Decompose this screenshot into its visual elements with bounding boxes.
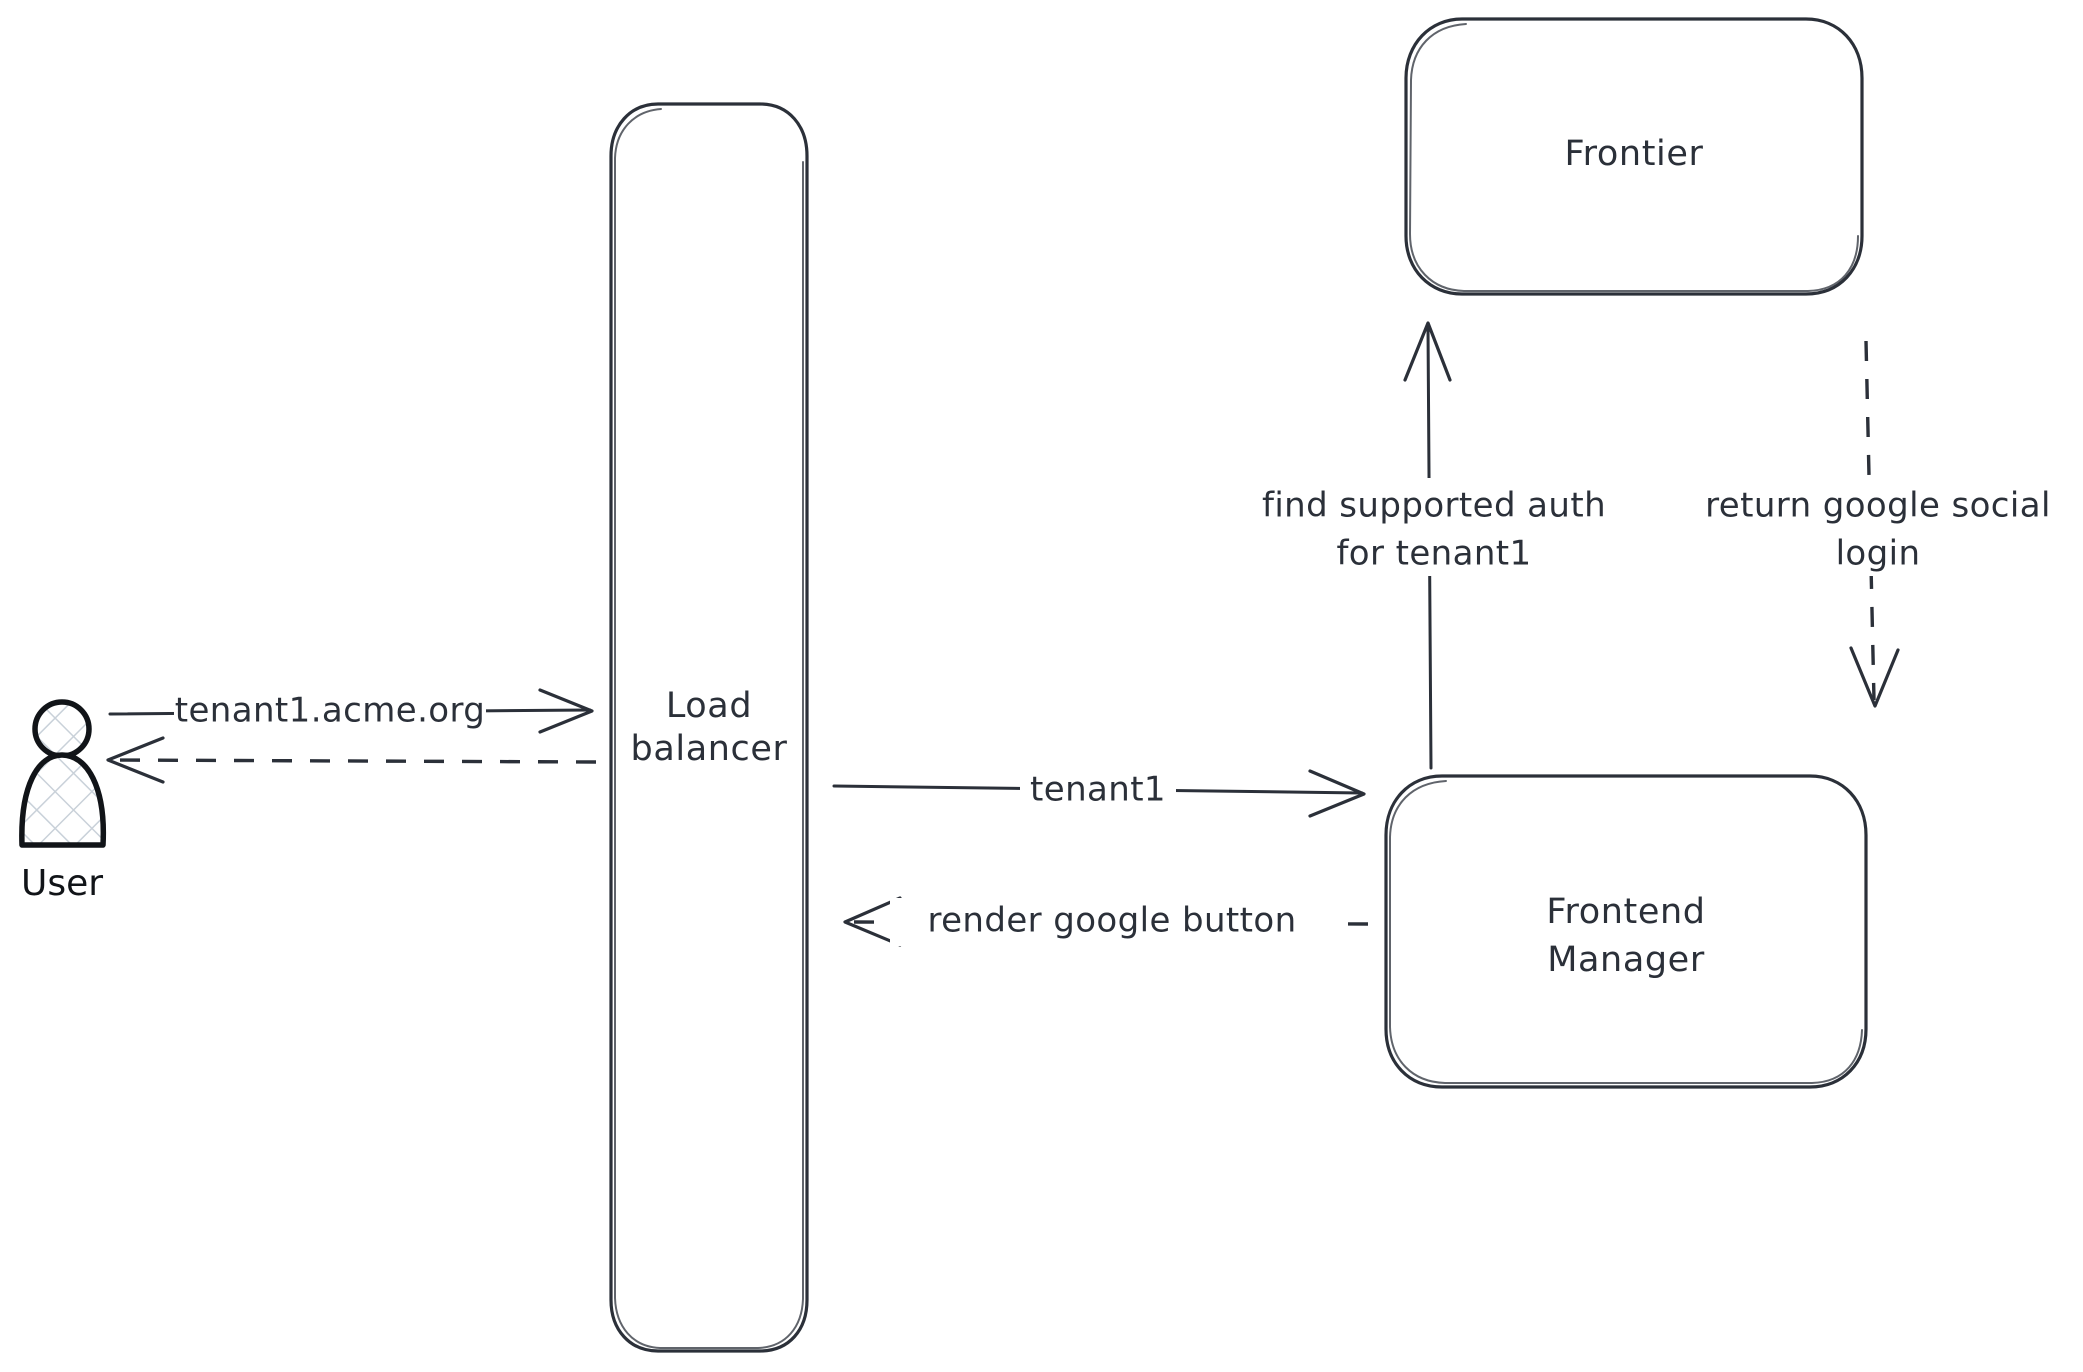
node-load-balancer-label-line1: Load xyxy=(666,686,752,726)
edge-frontend-manager-to-load-balancer-label: render google button xyxy=(927,901,1296,941)
edge-label-backdrop xyxy=(1020,768,1176,814)
edge-frontend-manager-to-frontier[interactable]: find supported auth for tenant1 xyxy=(1228,321,1648,770)
edge-load-balancer-to-frontend-manager-label: tenant1 xyxy=(1030,770,1166,810)
edge-load-balancer-to-frontend-manager[interactable]: tenant1 xyxy=(832,768,1366,818)
edge-label-backdrop xyxy=(1672,478,2078,576)
node-frontend-manager-label-line1: Frontend xyxy=(1546,892,1705,932)
node-frontier[interactable]: Frontier xyxy=(1404,17,1864,296)
node-frontend-manager-label-line2: Manager xyxy=(1547,940,1705,980)
edge-frontier-to-frontend-manager-label-line1: return google social xyxy=(1705,486,2051,526)
edge-load-balancer-to-user[interactable] xyxy=(106,736,597,784)
edge-frontier-to-frontend-manager[interactable]: return google social login xyxy=(1672,340,2078,708)
edge-frontend-manager-to-frontier-label-line2: for tenant1 xyxy=(1336,534,1531,574)
actor-user[interactable]: User xyxy=(19,699,107,904)
edge-user-to-load-balancer-label: tenant1.acme.org xyxy=(175,691,486,731)
node-load-balancer-label-line2: balancer xyxy=(631,729,788,769)
node-frontier-label: Frontier xyxy=(1565,134,1704,174)
edge-label-backdrop xyxy=(174,688,486,736)
node-frontend-manager[interactable]: Frontend Manager xyxy=(1384,774,1868,1089)
edge-frontend-manager-to-frontier-label-line1: find supported auth xyxy=(1262,486,1606,526)
edge-frontend-manager-to-load-balancer[interactable]: render google button xyxy=(843,896,1369,947)
edge-frontier-to-frontend-manager-label-line2: login xyxy=(1836,534,1921,574)
edge-label-backdrop xyxy=(890,898,1334,946)
node-load-balancer[interactable]: Load balancer xyxy=(609,102,809,1353)
edge-label-backdrop xyxy=(1228,478,1648,576)
actor-user-label: User xyxy=(21,863,103,904)
person-actor-icon xyxy=(19,699,107,848)
edge-user-to-load-balancer[interactable]: tenant1.acme.org xyxy=(108,688,594,736)
